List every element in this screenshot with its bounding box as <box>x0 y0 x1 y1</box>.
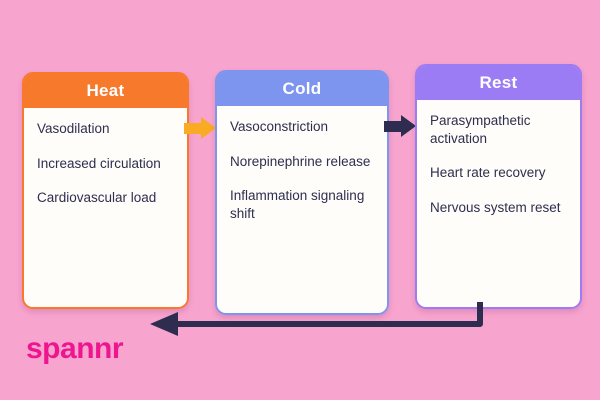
card-item: Vasodilation <box>37 121 110 136</box>
card-item: Norepinephrine release <box>230 153 371 169</box>
card-item: Cardiovascular load <box>37 190 157 206</box>
card-item: Parasympathetic activation <box>430 113 531 146</box>
card-item: Vasoconstriction <box>230 119 329 134</box>
rest-card: Rest Parasympathetic activation Heart ra… <box>415 64 582 309</box>
heat-card-header: Heat <box>24 74 187 108</box>
card-item: Increased circulation <box>37 155 161 171</box>
heat-card-title: Heat <box>86 81 125 100</box>
cold-card-header: Cold <box>217 72 387 106</box>
card-item: Heart rate recovery <box>430 165 546 181</box>
rest-card-header: Rest <box>417 66 580 100</box>
arrow-heat-to-cold-icon <box>184 117 216 139</box>
heat-card-body: Vasodilation Increased circulation Cardi… <box>24 108 187 307</box>
card-item: Nervous system reset <box>430 199 561 215</box>
spannr-logo: spannr <box>26 332 124 365</box>
arrow-cold-to-rest-icon <box>384 115 416 137</box>
arrow-head <box>201 117 216 139</box>
cold-card: Cold Vasoconstriction Norepinephrine rel… <box>215 70 389 315</box>
cold-card-title: Cold <box>282 79 322 98</box>
card-item: Inflammation signaling shift <box>230 188 365 221</box>
rest-card-body: Parasympathetic activation Heart rate re… <box>417 100 580 307</box>
arrow-shaft <box>384 120 401 132</box>
arrow-head <box>401 115 416 137</box>
rest-card-title: Rest <box>479 73 518 92</box>
arrow-shaft <box>184 122 201 134</box>
cold-card-body: Vasoconstriction Norepinephrine release … <box>217 106 387 313</box>
heat-card: Heat Vasodilation Increased circulation … <box>22 72 189 309</box>
return-arrow-icon <box>150 302 483 336</box>
